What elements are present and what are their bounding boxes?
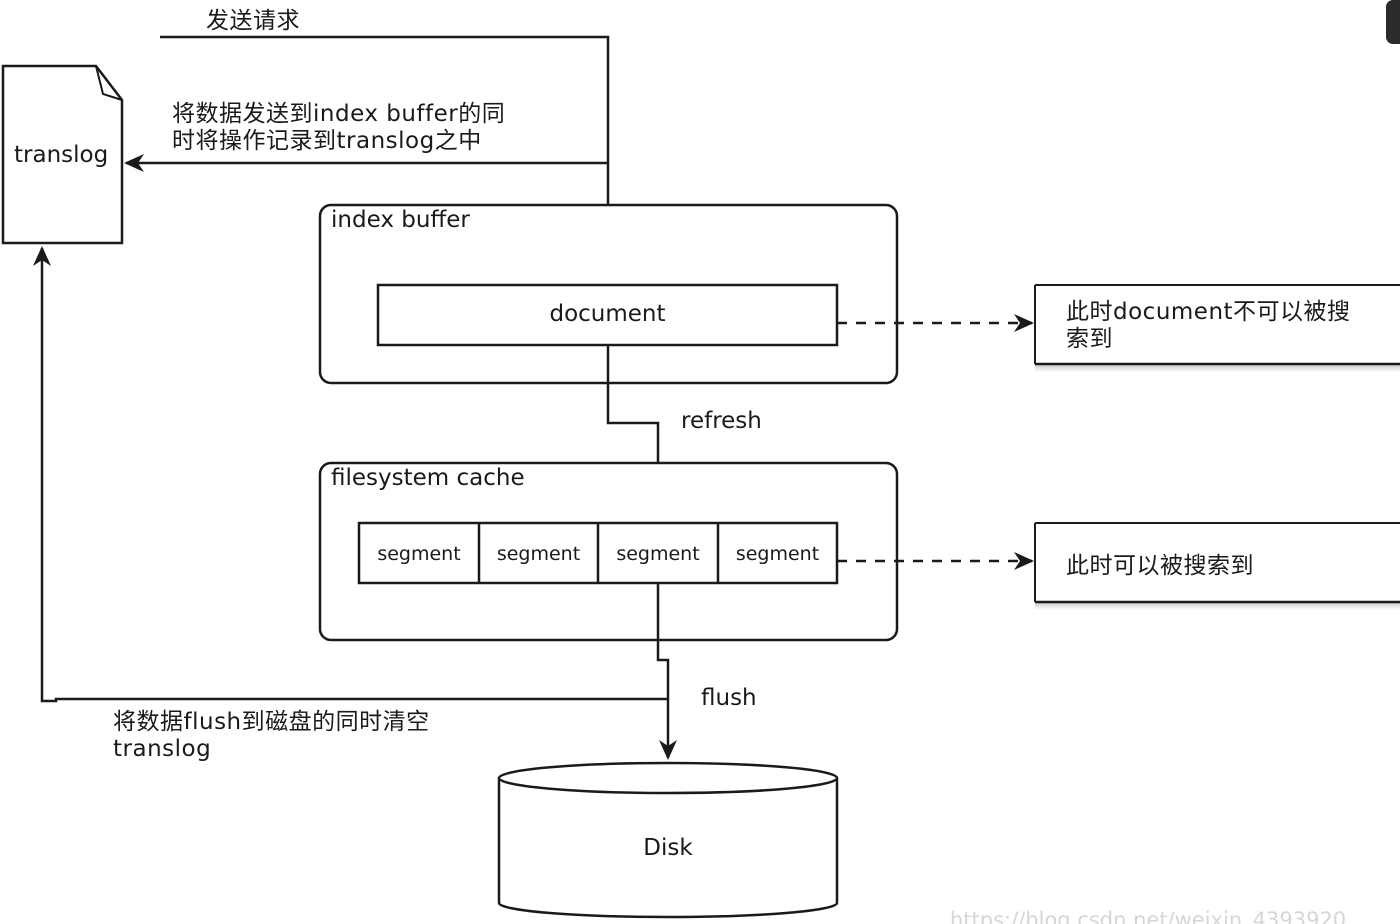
request-connector [160, 35, 617, 282]
flush-note-line2: translog [113, 736, 212, 762]
not-searchable-note-line1: 此时document不可以被搜 [1066, 299, 1351, 325]
write-note-line2: 时将操作记录到translog之中 [172, 128, 482, 154]
index-buffer-title: index buffer [331, 207, 470, 233]
segment-label: segment [735, 543, 820, 565]
searchable-note: 此时可以被搜索到 [1066, 553, 1254, 579]
translog-label: translog [14, 142, 109, 168]
document-label: document [549, 301, 666, 327]
disk-cylinder-top [497, 761, 839, 795]
write-note-line1: 将数据发送到index buffer的同 [172, 101, 506, 127]
translog-fold [95, 65, 123, 101]
not-searchable-note-shadow [1035, 364, 1400, 372]
segment-label: segment [496, 543, 581, 565]
disk-cylinder-body [497, 778, 839, 919]
corner-widget-icon[interactable] [1386, 0, 1400, 44]
watermark: https://blog.csdn.net/weixin_4393920 [950, 908, 1347, 924]
disk-label: Disk [643, 835, 693, 861]
searchable-note-shadow [1035, 602, 1400, 610]
not-searchable-note-line2: 索到 [1066, 326, 1113, 352]
flush-label: flush [701, 685, 757, 711]
segment-label: segment [377, 543, 461, 565]
flush-note-line1: 将数据flush到磁盘的同时清空 [113, 709, 430, 735]
refresh-label: refresh [681, 408, 762, 434]
translog-clear-connector [33, 246, 668, 703]
filesystem-cache-title: filesystem cache [331, 465, 525, 491]
send-request-label: 发送请求 [206, 8, 300, 34]
segment-label: segment [616, 543, 700, 565]
translog-shape [1, 64, 124, 245]
flush-connector [656, 583, 677, 760]
